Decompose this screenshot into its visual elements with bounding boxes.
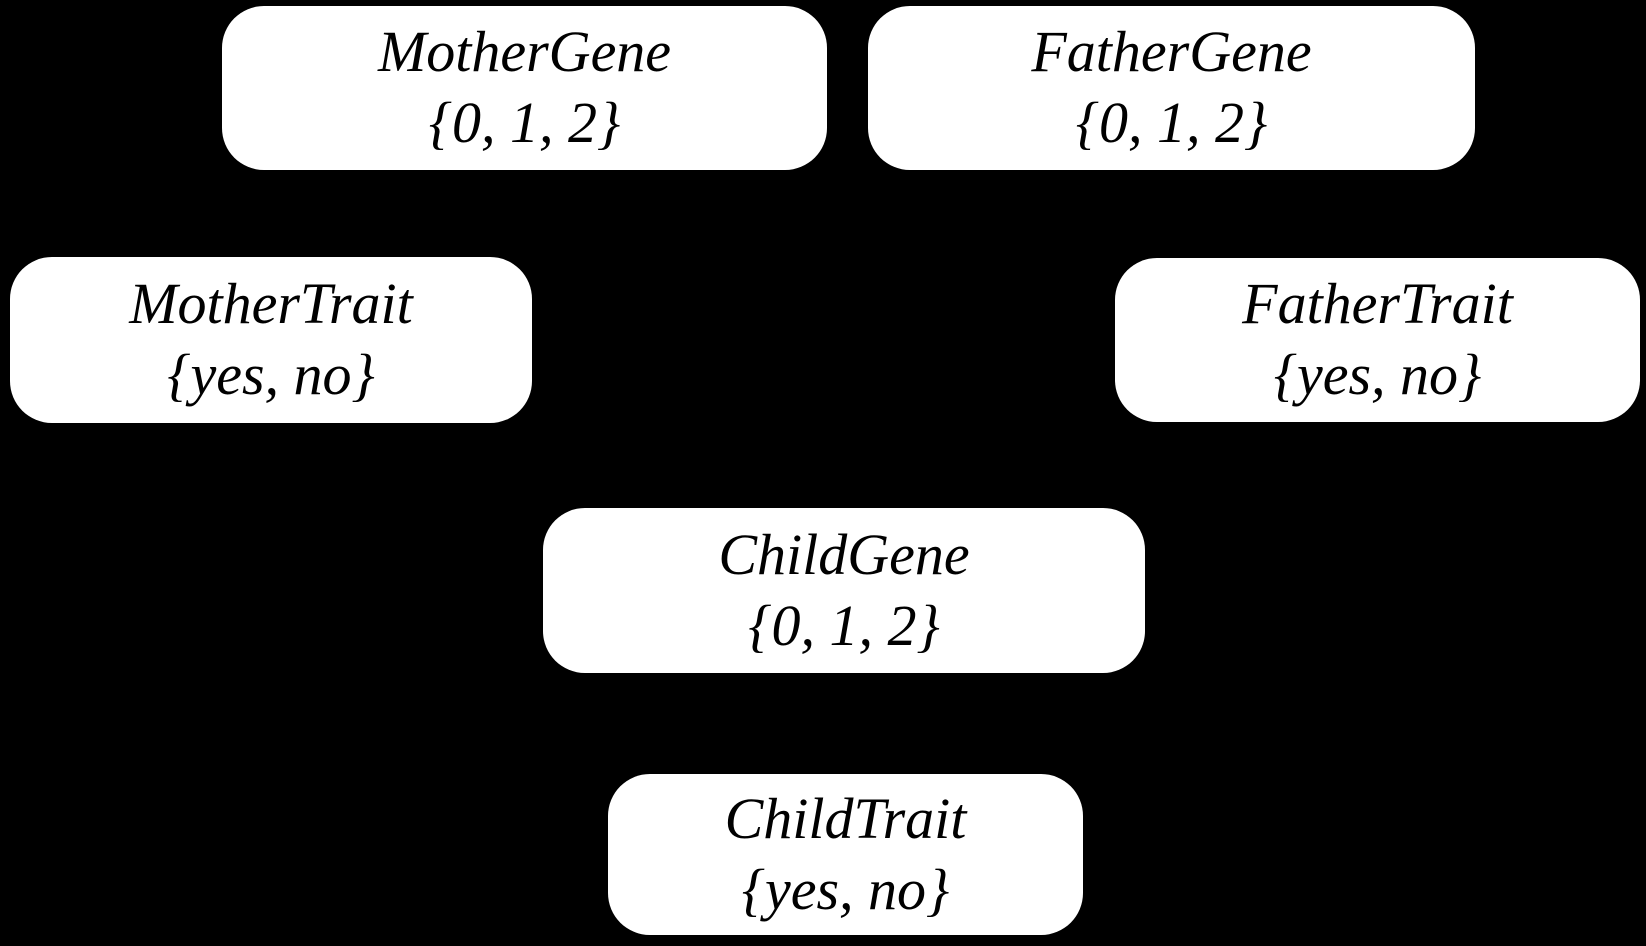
node-domain: {yes, no} xyxy=(167,342,375,407)
node-mother-gene: MotherGene {0, 1, 2} xyxy=(222,6,827,170)
node-father-gene: FatherGene {0, 1, 2} xyxy=(868,6,1475,170)
node-label: FatherGene xyxy=(1031,19,1312,85)
node-father-trait: FatherTrait {yes, no} xyxy=(1115,258,1640,422)
node-domain: {yes, no} xyxy=(741,856,950,922)
node-domain: {0, 1, 2} xyxy=(1075,90,1268,155)
node-child-gene: ChildGene {0, 1, 2} xyxy=(543,508,1145,673)
node-domain: {0, 1, 2} xyxy=(428,90,621,155)
node-mother-trait: MotherTrait {yes, no} xyxy=(10,257,532,423)
node-label: ChildGene xyxy=(718,521,970,587)
node-label: MotherGene xyxy=(377,19,672,85)
node-child-trait: ChildTrait {yes, no} xyxy=(608,774,1083,935)
node-domain: {yes, no} xyxy=(1273,342,1482,407)
node-domain: {0, 1, 2} xyxy=(748,592,940,658)
node-label: MotherTrait xyxy=(129,271,413,337)
node-label: ChildTrait xyxy=(724,785,967,851)
node-label: FatherTrait xyxy=(1242,271,1513,337)
